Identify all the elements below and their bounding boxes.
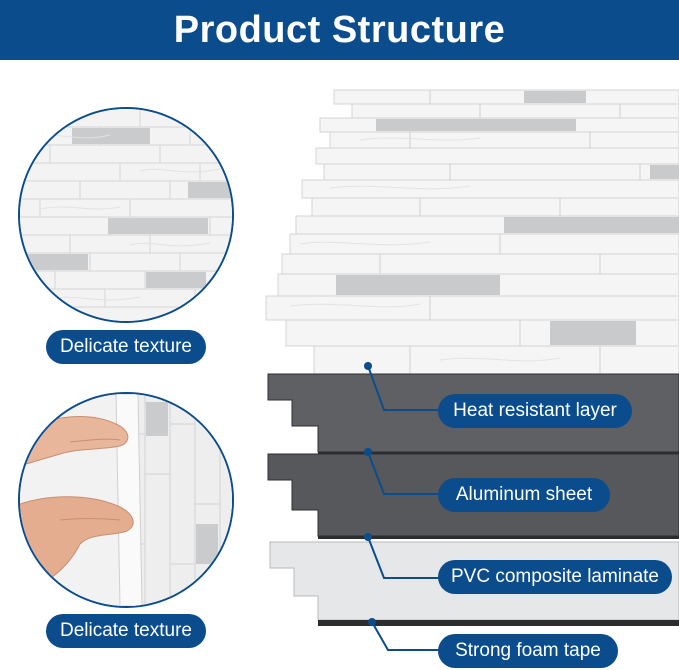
label-pvc-composite-laminate: PVC composite laminate [438, 560, 672, 594]
marble-tile-layer [265, 89, 679, 375]
label-aluminum-sheet: Aluminum sheet [438, 478, 610, 512]
page-title: Product Structure [173, 8, 506, 51]
foam-tape-shape [318, 620, 679, 626]
texture-label-bottom: Delicate texture [46, 614, 206, 648]
label-strong-foam-tape: Strong foam tape [438, 634, 618, 668]
marble-texture-image [20, 109, 232, 321]
header-banner: Product Structure [0, 0, 679, 60]
texture-label-top: Delicate texture [46, 330, 206, 364]
application-closeup-circle [18, 392, 234, 608]
label-heat-resistant-layer: Heat resistant layer [438, 394, 632, 428]
hands-peeling-image [20, 394, 232, 606]
texture-closeup-circle [18, 107, 234, 323]
